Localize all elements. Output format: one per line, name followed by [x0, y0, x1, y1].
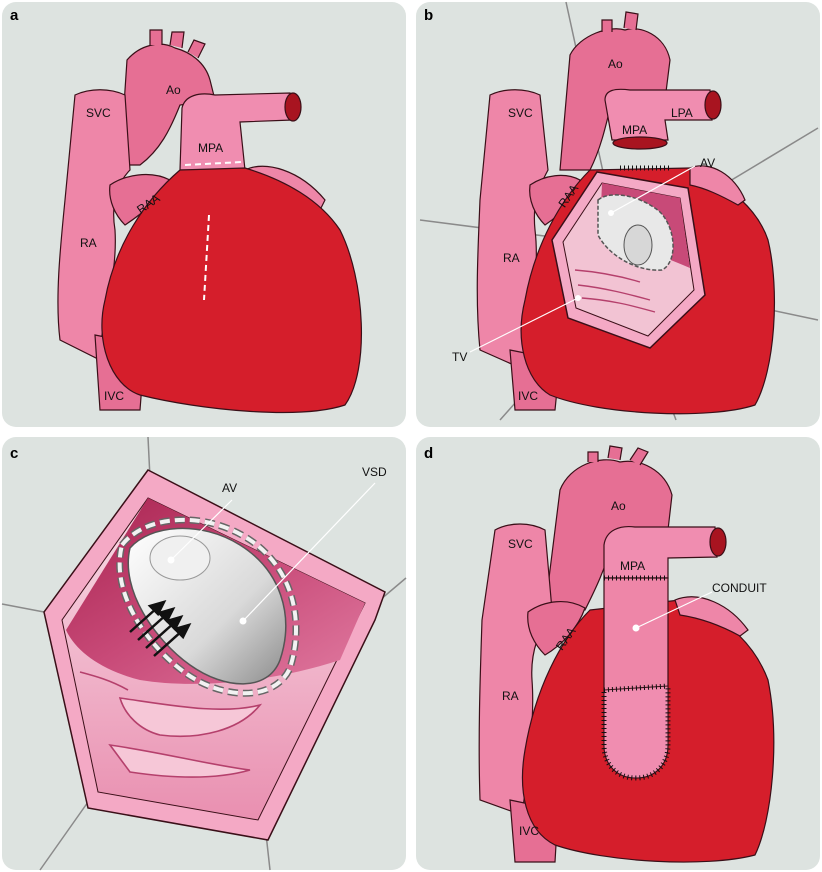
panel-a-letter: a [10, 7, 19, 24]
lpa-opening [284, 92, 302, 122]
label-vsd: VSD [362, 465, 387, 479]
label-svc: SVC [508, 106, 533, 120]
conduit-patch [603, 685, 669, 779]
label-mpa: MPA [622, 123, 647, 137]
aortic-branches [601, 11, 639, 32]
panel-a: a Ao SVC MPA RAA RA IVC [2, 2, 406, 427]
label-conduit: CONDUIT [712, 581, 767, 595]
label-svc: SVC [508, 537, 533, 551]
label-mpa: MPA [198, 141, 223, 155]
right-ventricle-shape [101, 167, 362, 414]
panel-c-letter: c [10, 445, 18, 462]
panel-b: b Ao SVC LPA MPA AV RAA RA TV IVC [416, 1, 820, 427]
label-ao: Ao [166, 83, 181, 97]
mpa-shape [603, 525, 718, 579]
label-ra: RA [502, 689, 519, 703]
vsd-pointer-line [242, 482, 376, 622]
mpa-stump [612, 136, 668, 150]
mpa-shape [604, 88, 713, 141]
tv-pointer-line [469, 297, 579, 353]
label-ivc: IVC [518, 389, 538, 403]
flow-arrows [129, 600, 192, 657]
label-ra: RA [503, 251, 520, 265]
mpa-shape [179, 92, 293, 171]
panel-d-letter: d [424, 445, 433, 462]
label-lpa: LPA [671, 106, 693, 120]
av-leaflet [149, 535, 211, 581]
panel-d: d Ao SVC MPA CONDUIT RAA RA IVC [416, 437, 820, 870]
conduit-pointer-line [635, 591, 713, 629]
ventriculotomy-line [203, 214, 210, 301]
left-atrial-appendage [689, 165, 746, 206]
label-tv: TV [452, 350, 467, 364]
lpa-opening [704, 90, 722, 120]
lpa-opening [709, 527, 727, 557]
label-ra: RA [80, 236, 97, 250]
av-pointer-line [610, 165, 696, 214]
panel-b-letter: b [424, 7, 433, 24]
av-leaflet [623, 224, 653, 266]
label-av: AV [700, 156, 715, 170]
panel-c: c AV VSD [1, 436, 407, 871]
aortic-branches [149, 29, 206, 59]
anastomosis-sutures [601, 575, 671, 781]
trabeculations [574, 269, 656, 313]
label-ao: Ao [611, 499, 626, 513]
aortic-branches [587, 445, 649, 466]
trabeculations [79, 671, 263, 778]
av-pointer-line [170, 499, 233, 561]
label-ivc: IVC [104, 389, 124, 403]
label-ao: Ao [608, 57, 623, 71]
patch-suture-ring-inner [117, 517, 298, 696]
label-svc: SVC [86, 106, 111, 120]
label-mpa: MPA [620, 559, 645, 573]
label-av: AV [222, 481, 237, 495]
label-ivc: IVC [519, 824, 539, 838]
